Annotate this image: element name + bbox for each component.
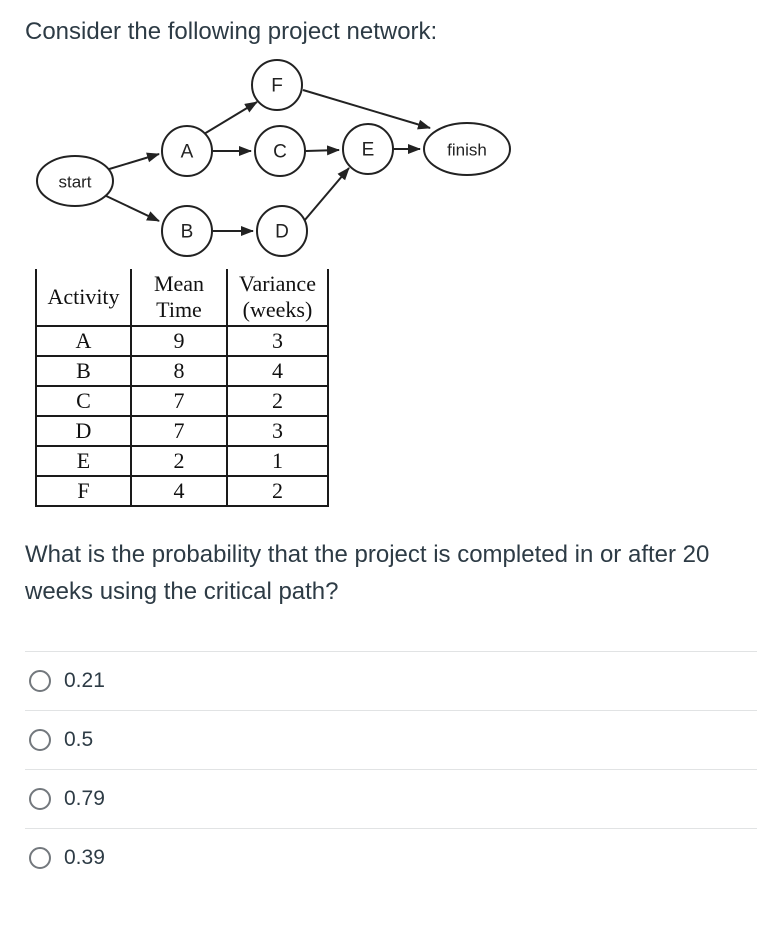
question-text: What is the probability that the project…: [25, 541, 710, 605]
node-D-label: D: [275, 222, 289, 243]
cell-mean: 9: [130, 325, 228, 357]
edge-A-to-F: [203, 101, 258, 135]
table-row: A 9 3: [35, 325, 329, 357]
table-header-row: Activity Mean Time Variance (weeks): [35, 269, 329, 327]
option-label[interactable]: 0.39: [64, 846, 105, 869]
radio-button-icon[interactable]: [29, 847, 51, 869]
cell-activity: E: [35, 445, 132, 477]
cell-variance: 1: [226, 445, 329, 477]
cell-activity: A: [35, 325, 132, 357]
cell-mean: 2: [130, 445, 228, 477]
node-D: D: [256, 205, 308, 257]
cell-variance: 3: [226, 325, 329, 357]
node-finish-label: finish: [447, 141, 487, 160]
node-F: F: [251, 59, 303, 111]
answer-option-4[interactable]: 0.39: [25, 828, 757, 887]
edge-group: [101, 89, 431, 236]
answer-option-3[interactable]: 0.79: [25, 769, 757, 828]
node-E: E: [342, 123, 394, 175]
cell-mean: 8: [130, 355, 228, 387]
activity-table: Activity Mean Time Variance (weeks) A 9 …: [35, 269, 329, 507]
node-C: C: [254, 125, 306, 177]
header-activity: Activity: [35, 269, 132, 327]
cell-variance: 4: [226, 355, 329, 387]
node-finish: finish: [423, 122, 511, 176]
answer-options: 0.21 0.5 0.79 0.39: [25, 651, 757, 887]
cell-mean: 7: [130, 415, 228, 447]
cell-mean: 4: [130, 475, 228, 507]
table-row: E 2 1: [35, 445, 329, 477]
cell-activity: D: [35, 415, 132, 447]
cell-activity: C: [35, 385, 132, 417]
edge-start-to-B: [101, 193, 160, 222]
node-start: start: [36, 155, 114, 207]
table-row: D 7 3: [35, 415, 329, 447]
node-E-label: E: [362, 140, 375, 161]
header-mean-time: Mean Time: [130, 269, 228, 327]
radio-button-icon[interactable]: [29, 670, 51, 692]
node-A-label: A: [181, 142, 194, 163]
node-B: B: [161, 205, 213, 257]
node-B-label: B: [181, 222, 194, 243]
option-label[interactable]: 0.21: [64, 669, 105, 692]
cell-variance: 3: [226, 415, 329, 447]
node-F-label: F: [271, 76, 283, 97]
radio-button-icon[interactable]: [29, 788, 51, 810]
radio-button-icon[interactable]: [29, 729, 51, 751]
cell-activity: B: [35, 355, 132, 387]
option-label[interactable]: 0.79: [64, 787, 105, 810]
edge-start-to-A: [105, 152, 160, 171]
cell-mean: 7: [130, 385, 228, 417]
answer-option-1[interactable]: 0.21: [25, 651, 757, 710]
header-variance: Variance (weeks): [226, 269, 329, 327]
node-start-label: start: [58, 173, 91, 192]
page-title: Consider the following project network:: [25, 18, 438, 45]
edge-D-to-E: [303, 167, 350, 222]
option-label[interactable]: 0.5: [64, 728, 94, 751]
node-C-label: C: [273, 142, 287, 163]
answer-option-2[interactable]: 0.5: [25, 710, 757, 769]
edge-C-to-E: [305, 145, 340, 156]
cell-activity: F: [35, 475, 132, 507]
table-row: F 4 2: [35, 475, 329, 507]
node-A: A: [161, 125, 213, 177]
table-row: C 7 2: [35, 385, 329, 417]
project-network-diagram: start A B F C D E finish: [36, 59, 511, 257]
edge-F-to-finish: [302, 89, 431, 130]
cell-variance: 2: [226, 475, 329, 507]
table-row: B 8 4: [35, 355, 329, 387]
cell-variance: 2: [226, 385, 329, 417]
